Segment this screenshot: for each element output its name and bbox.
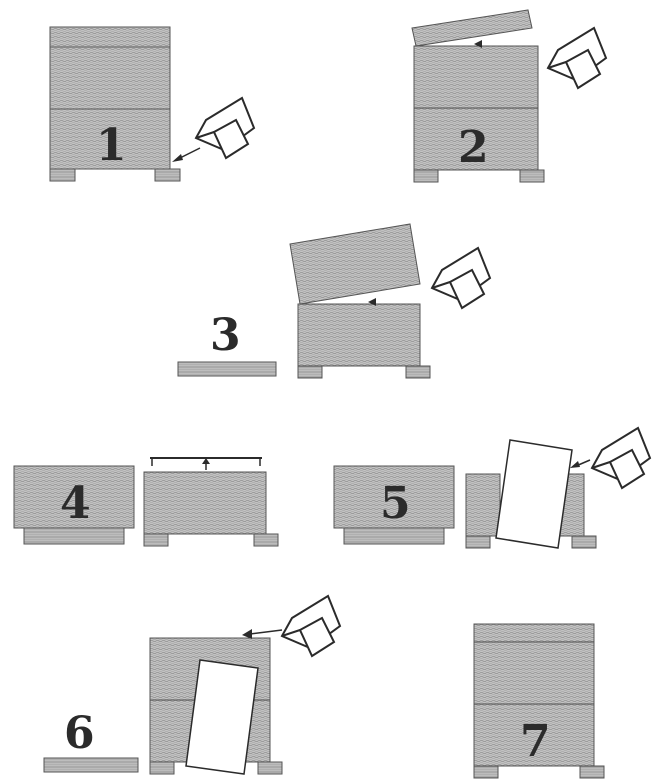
hive-lid bbox=[474, 624, 594, 642]
hive-body bbox=[298, 304, 420, 366]
hive-super-upper bbox=[50, 47, 170, 109]
hive-super-upper bbox=[414, 46, 538, 108]
hive-stand-right bbox=[254, 534, 278, 546]
hive-lid bbox=[50, 27, 170, 47]
smoker-icon bbox=[196, 98, 254, 158]
step-label-3: 3 bbox=[210, 310, 241, 361]
hive-body-left bbox=[466, 474, 500, 536]
hive-lid-under bbox=[24, 528, 124, 544]
hive-stand-left bbox=[150, 762, 174, 774]
hive-stand-left bbox=[466, 536, 490, 548]
hive-stand-right bbox=[572, 536, 596, 548]
step-7-group: 7 bbox=[474, 624, 604, 778]
hive-stand-left bbox=[144, 534, 168, 546]
hive-stand-right bbox=[406, 366, 430, 378]
step-2-group: 2 bbox=[412, 10, 606, 182]
smoker-icon bbox=[432, 248, 490, 308]
hive-stand-left bbox=[414, 170, 438, 182]
hive-body bbox=[144, 472, 266, 534]
hive-stand-right bbox=[155, 169, 180, 181]
step-label-2: 2 bbox=[458, 122, 489, 173]
step-label-6: 6 bbox=[64, 708, 95, 759]
arrow-icon bbox=[570, 460, 590, 468]
step-label-1: 1 bbox=[96, 120, 127, 171]
hive-stand-right bbox=[520, 170, 544, 182]
step-4-group: 4 bbox=[14, 458, 278, 546]
step-label-4: 4 bbox=[60, 478, 91, 529]
smoker-icon bbox=[282, 596, 340, 656]
hive-lid-tilted bbox=[412, 10, 532, 46]
hive-stand-right bbox=[580, 766, 604, 778]
step-label-7: 7 bbox=[520, 716, 551, 767]
hive-super-tilted bbox=[290, 224, 420, 304]
hive-super-upper bbox=[474, 642, 594, 704]
hive-stand-left bbox=[298, 366, 322, 378]
frame-lifted bbox=[496, 440, 572, 548]
step-1-group: 1 bbox=[50, 27, 254, 181]
step-6-group: 6 bbox=[44, 596, 340, 774]
arrow-icon bbox=[172, 148, 200, 162]
step-label-5: 5 bbox=[380, 478, 411, 529]
hive-lid-under bbox=[344, 528, 444, 544]
hive-stand-left bbox=[474, 766, 498, 778]
step-5-group: 5 bbox=[334, 428, 650, 548]
smoker-icon bbox=[592, 428, 650, 488]
hive-lid-on-ground bbox=[44, 758, 138, 772]
smoker-icon bbox=[548, 28, 606, 88]
hive-lid-on-ground bbox=[178, 362, 276, 376]
step-3-group: 3 bbox=[178, 224, 490, 378]
hive-stand-left bbox=[50, 169, 75, 181]
hive-stand-right bbox=[258, 762, 282, 774]
arrow-icon bbox=[202, 458, 210, 470]
